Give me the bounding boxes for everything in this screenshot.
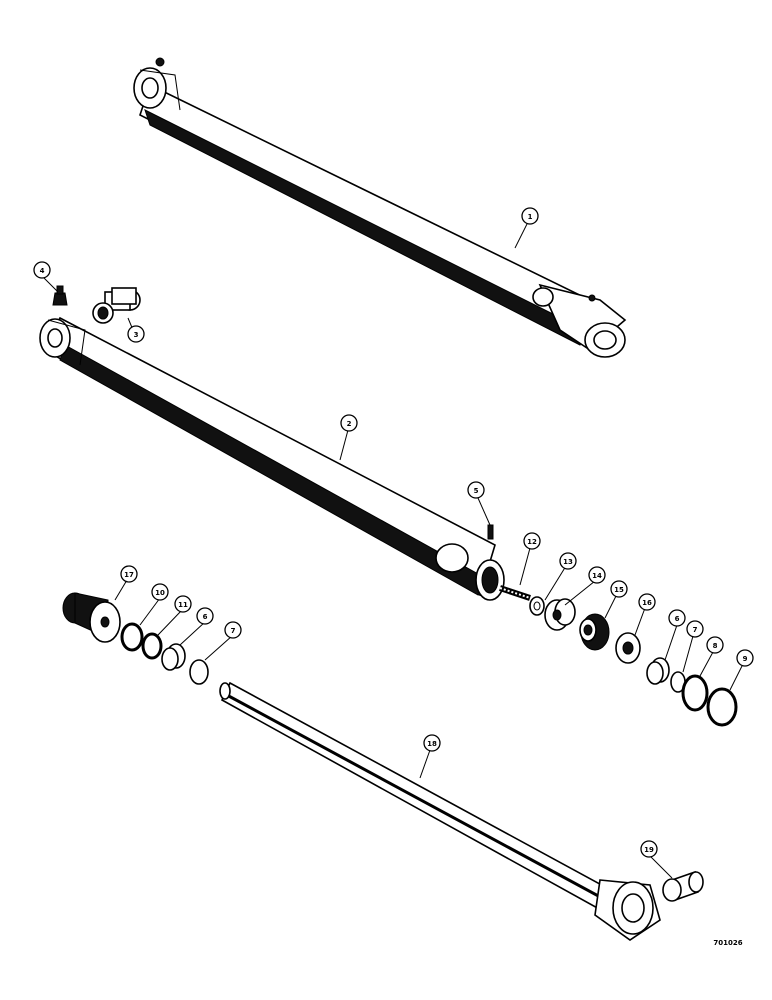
svg-text:8: 8 [713,642,718,650]
back-up-ring-part-9 [706,687,738,727]
callout-1: 1 [521,207,539,225]
piston-part-14 [544,598,576,631]
svg-text:1: 1 [528,213,533,221]
svg-text:7: 7 [693,626,698,634]
cylinder-barrel-part-2 [39,316,505,601]
callout-16: 16 [638,593,656,611]
svg-text:15: 15 [614,586,624,594]
callout-5: 5 [467,481,485,499]
callout-6-right: 6 [668,609,686,627]
callout-15: 15 [610,580,628,598]
callout-3: 3 [127,325,145,343]
svg-text:13: 13 [563,558,573,566]
o-ring-part-7-left [189,659,209,685]
screw-part-5 [487,524,494,540]
callout-13: 13 [559,552,577,570]
grease-fitting-part-4 [52,285,68,306]
svg-text:17: 17 [124,571,134,579]
callout-6-left: 6 [196,607,214,625]
svg-text:14: 14 [592,572,602,580]
bushing-part-3 [92,287,141,324]
stud-part-12 [499,585,531,601]
svg-text:16: 16 [642,599,652,607]
ring-part-11 [141,632,163,660]
callout-17: 17 [120,565,138,583]
bushing-part-19 [662,870,704,902]
callout-7-left: 7 [224,621,242,639]
svg-text:12: 12 [527,538,537,546]
wear-ring-part-16 [615,632,641,664]
callout-18: 18 [423,734,441,752]
svg-text:10: 10 [155,589,165,597]
svg-text:3: 3 [134,331,139,339]
svg-text:6: 6 [675,615,680,623]
svg-text:2: 2 [347,420,352,428]
svg-text:5: 5 [474,487,479,495]
ring-part-10 [120,622,144,652]
callout-14: 14 [588,566,606,584]
seal-part-6-left [161,643,186,671]
callout-8: 8 [706,636,724,654]
callout-7-right: 7 [686,620,704,638]
svg-text:4: 4 [40,267,45,275]
callout-11: 11 [174,595,192,613]
callout-2: 2 [340,414,358,432]
piston-rod-part-18 [219,681,661,941]
svg-text:18: 18 [427,740,437,748]
svg-text:6: 6 [203,613,208,621]
callout-12: 12 [523,532,541,550]
washer-part-13 [529,596,545,616]
callout-19: 19 [640,840,658,858]
callout-4: 4 [33,261,51,279]
svg-text:19: 19 [644,846,654,854]
svg-text:11: 11 [178,601,188,609]
svg-text:9: 9 [743,655,748,663]
callout-9: 9 [736,649,754,667]
cylinder-assembly-part-1 [133,57,627,358]
leader-lines [43,223,744,879]
figure-reference-number: 701026 [713,939,742,947]
seal-part-6-right [646,657,670,685]
o-ring-part-8 [681,674,709,712]
gland-part-17 [62,592,121,643]
callout-10: 10 [151,583,169,601]
svg-text:7: 7 [231,627,236,635]
piston-seal-part-15 [579,613,610,651]
